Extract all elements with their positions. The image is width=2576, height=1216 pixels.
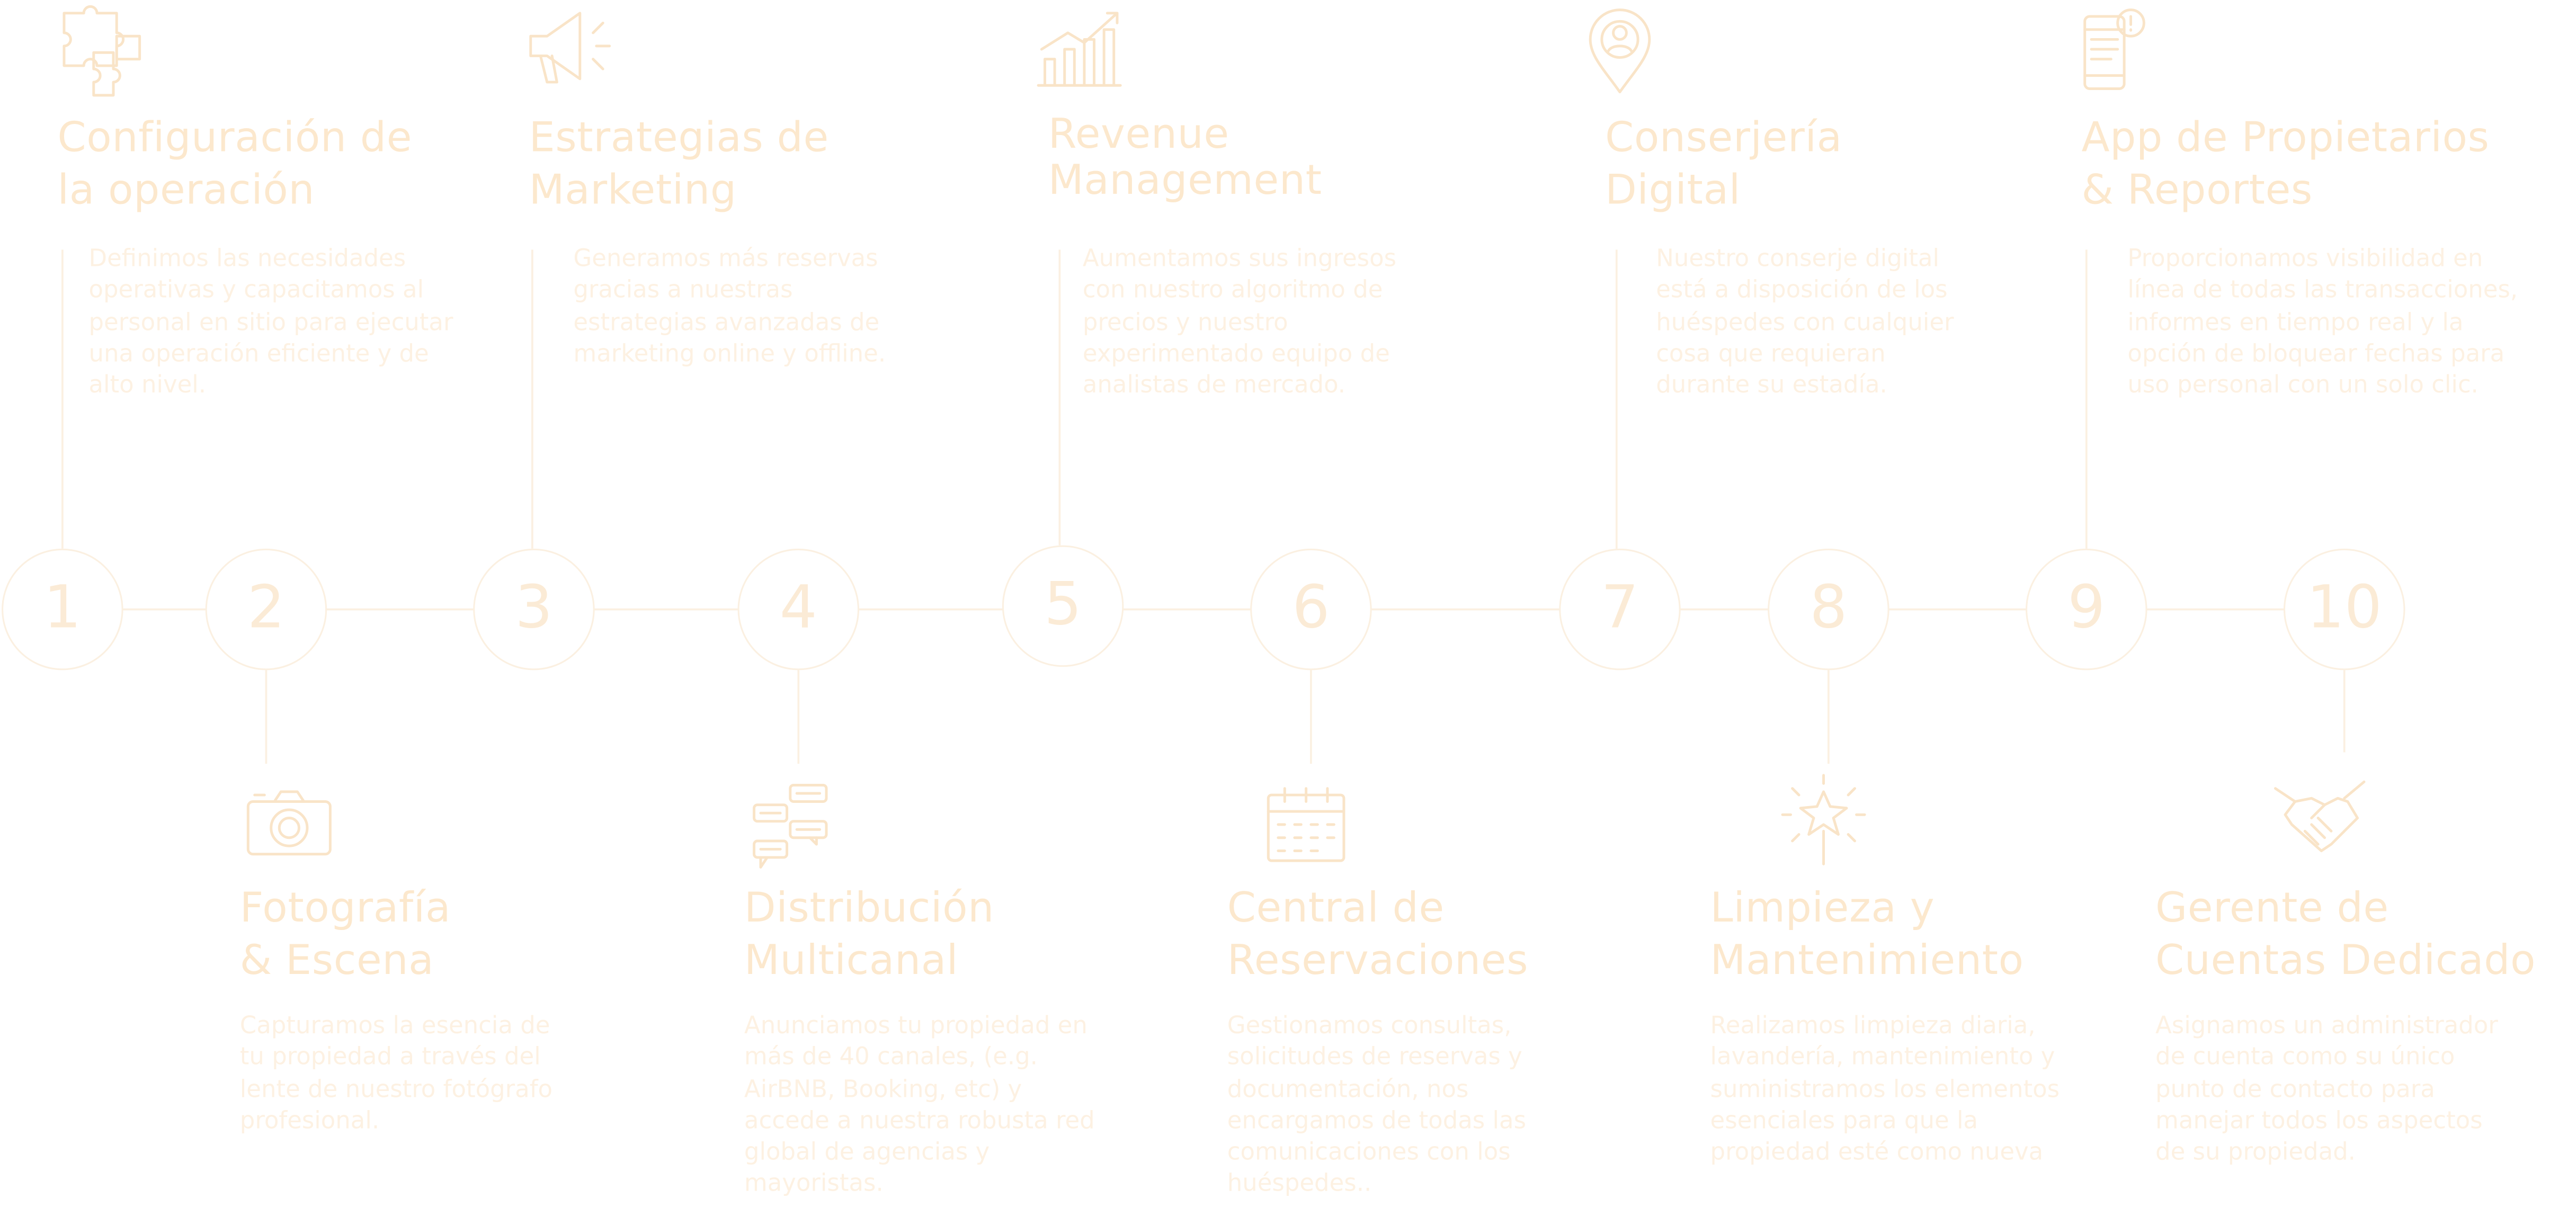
- step-3-title: Estrategias de Marketing: [529, 113, 829, 214]
- step-1-description: Definimos las necesidades operativas y c…: [88, 246, 453, 400]
- growth-chart-icon: [1028, 0, 1130, 102]
- step-4-description: Anunciamos tu propiedad en más de 40 can…: [744, 1013, 1095, 1199]
- step-number: 6: [1292, 575, 1330, 642]
- step-10-title: Gerente de Cuentas Dedicado: [2155, 883, 2536, 984]
- megaphone-icon: [521, 0, 622, 102]
- step-2-description: Capturamos la esencia de tu propiedad a …: [239, 1013, 553, 1135]
- step-10-description: Asignamos un administrador de cuenta com…: [2155, 1013, 2498, 1167]
- step-3-circle: 3: [473, 548, 595, 670]
- step-10-circle: 10: [2283, 548, 2405, 670]
- chat-bubbles-icon: [741, 775, 843, 877]
- step-number: 10: [2306, 575, 2382, 642]
- step-8-circle: 8: [1768, 548, 1889, 670]
- step-number: 3: [515, 575, 553, 642]
- step-7-circle: 7: [1559, 548, 1681, 670]
- calendar-icon: [1255, 775, 1357, 877]
- step-8-description: Realizamos limpieza diaria, lavandería, …: [1710, 1013, 2060, 1167]
- step-1-title: Configuración de la operación: [57, 113, 413, 214]
- step-4-title: Distribución Multicanal: [744, 883, 994, 984]
- step-6-title: Central de Reservaciones: [1227, 883, 1529, 984]
- step-5-circle: 5: [1002, 545, 1124, 667]
- handshake-icon: [2269, 768, 2370, 870]
- step-3-description: Generamos más reservas gracias a nuestra…: [573, 246, 886, 368]
- step-number: 4: [779, 575, 817, 642]
- step-1-circle: 1: [2, 548, 123, 670]
- step-6-description: Gestionamos consultas, solicitudes de re…: [1227, 1013, 1527, 1199]
- puzzle-icon: [51, 0, 153, 102]
- step-2-title: Fotografía & Escena: [239, 883, 451, 984]
- step-5-description: Aumentamos sus ingresos con nuestro algo…: [1082, 246, 1397, 400]
- step-number: 9: [2067, 575, 2106, 642]
- step-6-circle: 6: [1250, 548, 1372, 670]
- step-7-title: Conserjería Digital: [1605, 113, 1842, 214]
- step-number: 5: [1044, 571, 1082, 639]
- step-number: 8: [1810, 575, 1848, 642]
- step-number: 1: [43, 575, 82, 642]
- step-9-title: App de Propietarios & Reportes: [2081, 113, 2490, 214]
- step-5-title: Revenue Management: [1048, 110, 1322, 204]
- location-pin-person-icon: [1569, 0, 1671, 102]
- step-9-circle: 9: [2026, 548, 2147, 670]
- step-7-description: Nuestro conserje digital está a disposic…: [1656, 246, 1954, 400]
- step-4-circle: 4: [737, 548, 860, 670]
- sparkle-wand-icon: [1772, 768, 1874, 870]
- step-number: 2: [247, 575, 285, 642]
- camera-icon: [238, 775, 340, 877]
- step-2-circle: 2: [205, 548, 327, 670]
- mobile-notification-icon: [2062, 0, 2163, 102]
- step-number: 7: [1601, 575, 1639, 642]
- step-9-description: Proporcionamos visibilidad en línea de t…: [2127, 246, 2518, 400]
- step-8-title: Limpieza y Mantenimiento: [1710, 883, 2024, 984]
